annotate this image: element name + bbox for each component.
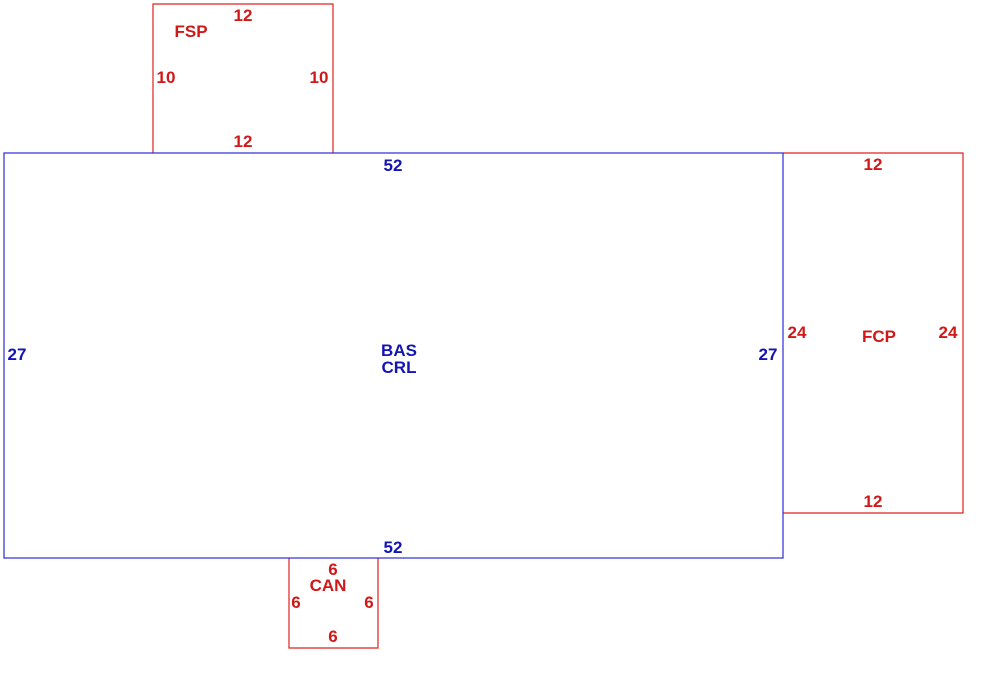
fcp-label: FCP	[862, 327, 896, 346]
bas-right-dimension: 27	[759, 345, 778, 364]
fsp-top-dimension: 12	[234, 6, 253, 25]
fcp-area: FCP 12 24 24 12	[783, 152, 964, 514]
fsp-outline	[152, 3, 334, 153]
bas-area: BAS CRL 52 52 27 27	[3, 152, 784, 559]
fsp-right-dimension: 10	[310, 68, 329, 87]
bas-bottom-dimension: 52	[384, 538, 403, 557]
fcp-right-dimension: 24	[939, 323, 958, 342]
bas-top-dimension: 52	[384, 156, 403, 175]
fsp-bottom-dimension: 12	[234, 132, 253, 151]
can-bottom-dimension: 6	[328, 627, 337, 646]
fcp-left-dimension: 24	[788, 323, 807, 342]
can-right-dimension: 6	[364, 593, 373, 612]
bas-left-dimension: 27	[8, 345, 27, 364]
bas-outline	[3, 152, 784, 559]
can-top-dimension: 6	[328, 560, 337, 579]
can-area: CAN 6 6 6 6	[288, 558, 379, 649]
fcp-outline	[783, 152, 964, 514]
fsp-area: FSP 12 10 10 12	[152, 3, 334, 153]
fsp-label: FSP	[174, 22, 207, 41]
fcp-bottom-dimension: 12	[864, 492, 883, 511]
can-label: CAN	[310, 576, 347, 595]
can-outline	[288, 558, 379, 649]
can-left-dimension: 6	[291, 593, 300, 612]
crl-label: CRL	[382, 358, 417, 377]
fsp-left-dimension: 10	[157, 68, 176, 87]
fcp-top-dimension: 12	[864, 155, 883, 174]
bas-label: BAS	[381, 341, 417, 360]
